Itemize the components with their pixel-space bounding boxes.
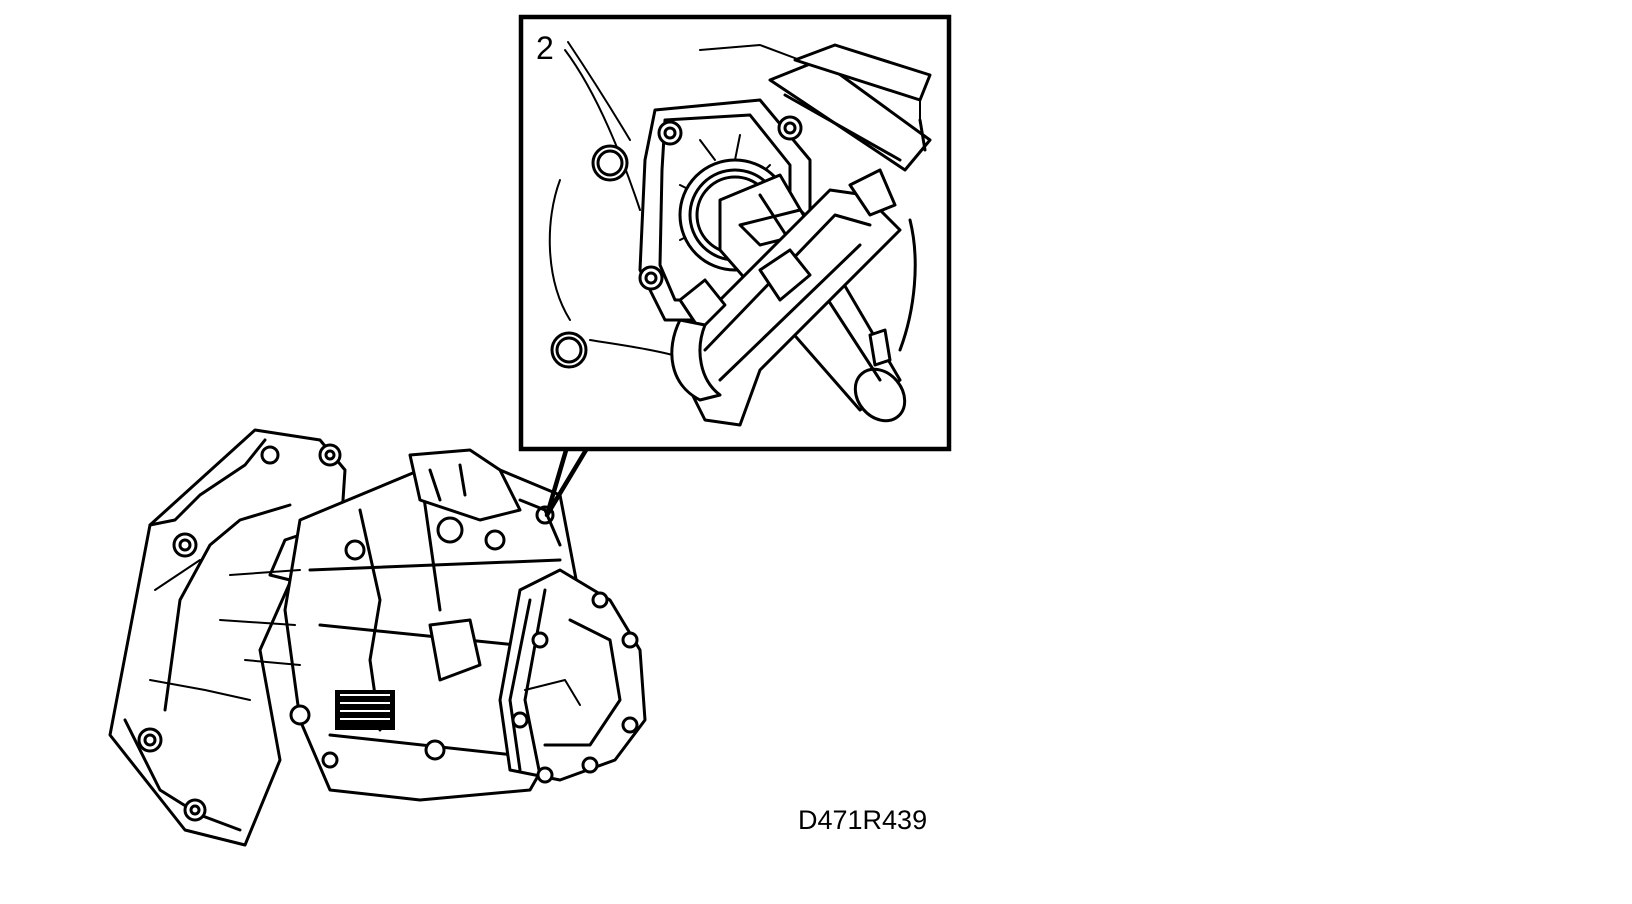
callout-number: 2 [536,30,554,66]
gearbox-housing [108,428,647,847]
figure-code: D471R439 [798,805,927,835]
detail-inset: 2 [518,14,952,452]
